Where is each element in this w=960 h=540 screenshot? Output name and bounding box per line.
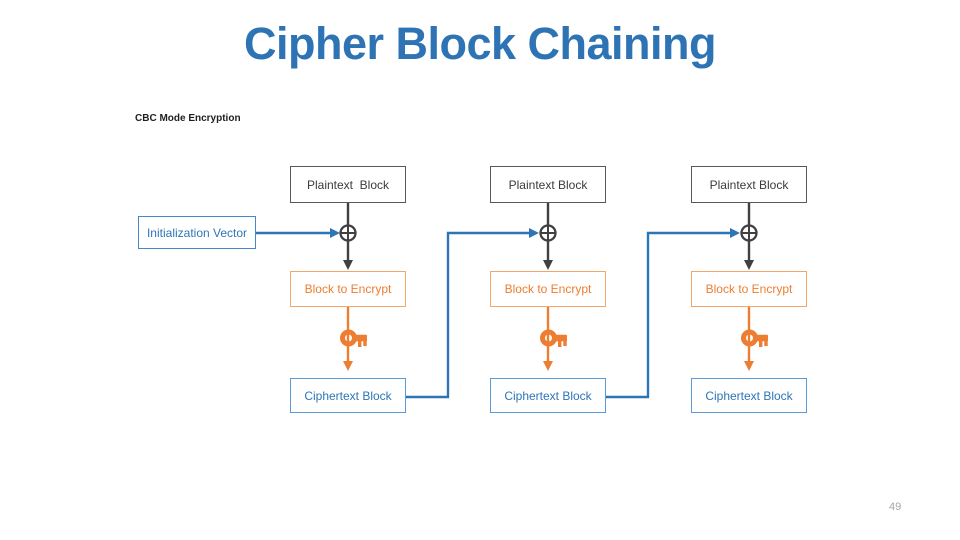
down-arrowhead-icon (543, 260, 553, 270)
right-arrowhead-icon (730, 228, 740, 238)
down-arrowhead-icon (543, 361, 553, 371)
ciphertext-block-2: Ciphertext Block (490, 378, 606, 413)
xor-icon (339, 224, 357, 242)
plaintext-block-label: Plaintext Block (709, 177, 789, 192)
chain-connector-2 (606, 228, 740, 399)
down-arrowhead-icon (744, 260, 754, 270)
key-icon (540, 329, 567, 347)
slide-title: Cipher Block Chaining (243, 18, 717, 69)
plaintext-block-3: Plaintext Block (691, 166, 807, 203)
ciphertext-block-label: Ciphertext Block (705, 388, 793, 403)
ciphertext-block-label: Ciphertext Block (504, 388, 592, 403)
ciphertext-block-label: Ciphertext Block (304, 388, 392, 403)
plaintext-block-1: Plaintext Block (290, 166, 406, 203)
down-arrowhead-icon (343, 361, 353, 371)
key-icon (340, 329, 367, 347)
block-to-encrypt-label: Block to Encrypt (304, 282, 392, 296)
block-to-encrypt-1: Block to Encrypt (290, 271, 406, 307)
right-arrowhead-icon (330, 228, 340, 238)
plaintext-block-label: Plaintext Block (306, 177, 390, 192)
page-number: 49 (889, 501, 902, 513)
xor-icon (539, 224, 557, 242)
block-to-encrypt-label: Block to Encrypt (504, 282, 592, 296)
chain-connector-1 (406, 228, 539, 399)
plaintext-block-2: Plaintext Block (490, 166, 606, 203)
block-to-encrypt-label: Block to Encrypt (705, 282, 793, 296)
right-arrowhead-icon (529, 228, 539, 238)
initialization-vector-box: Initialization Vector (138, 216, 256, 249)
plaintext-block-label: Plaintext Block (508, 177, 588, 192)
xor-icon (740, 224, 758, 242)
iv-arrow (256, 228, 340, 238)
ciphertext-block-1: Ciphertext Block (290, 378, 406, 413)
ciphertext-block-3: Ciphertext Block (691, 378, 807, 413)
block-to-encrypt-3: Block to Encrypt (691, 271, 807, 307)
diagram-caption: CBC Mode Encryption (135, 113, 241, 124)
down-arrowhead-icon (744, 361, 754, 371)
key-icon (741, 329, 768, 347)
down-arrowhead-icon (343, 260, 353, 270)
block-to-encrypt-2: Block to Encrypt (490, 271, 606, 307)
initialization-vector-label: Initialization Vector (146, 225, 248, 240)
